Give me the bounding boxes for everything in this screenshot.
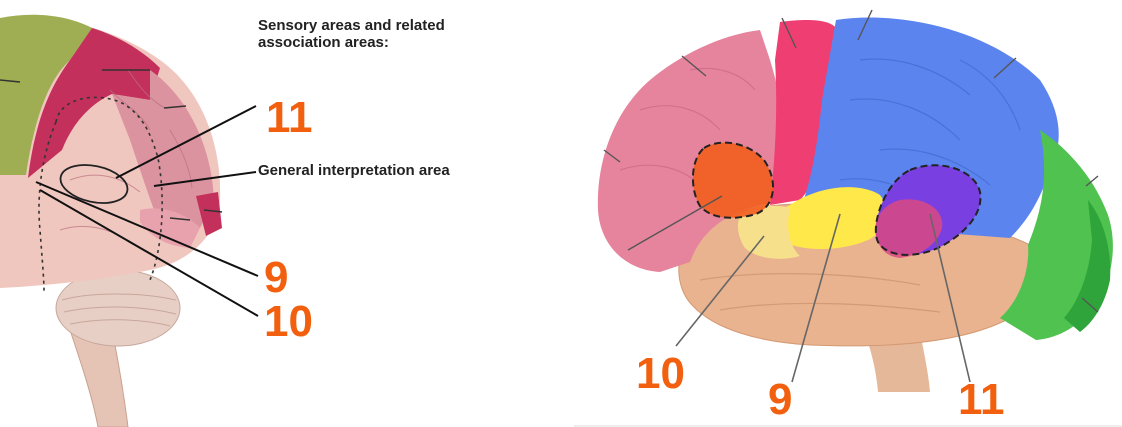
pink-association-area	[112, 70, 214, 228]
marker-10-right: 10	[636, 349, 685, 398]
general-interpretation-label: General interpretation area	[258, 162, 450, 179]
leader-line-10-right	[675, 235, 765, 347]
leader-line-interp	[153, 171, 257, 187]
magenta-occipital-patch	[196, 192, 222, 236]
frontal-lobe	[597, 30, 791, 272]
leader-line-9-right	[791, 213, 841, 383]
leader-line-9-left	[35, 181, 259, 277]
marker-9-right: 9	[768, 375, 793, 424]
pink-subregion-11	[875, 199, 943, 258]
occipital-dark-green	[1064, 200, 1111, 332]
leader-line-11-right	[929, 213, 971, 383]
left-brain-illustration	[0, 14, 259, 427]
dashed-interpretation-boundary	[38, 96, 163, 293]
orange-region-10	[692, 142, 774, 218]
olive-region	[0, 14, 92, 176]
leader-line-11-left	[115, 105, 257, 179]
brainstem	[69, 329, 129, 427]
parietal-lobe	[800, 17, 1059, 238]
motor-band	[770, 20, 836, 205]
auditory-area	[773, 187, 887, 249]
marker-10-left: 10	[264, 297, 313, 346]
magenta-sensory-band	[28, 28, 160, 178]
title-association-areas: association areas:	[258, 34, 389, 51]
marker-9-left: 9	[264, 253, 289, 302]
marker-11-left: 11	[266, 93, 313, 142]
auditory-association	[737, 205, 800, 259]
marker-11-right: 11	[958, 375, 1005, 424]
interpretation-ellipse	[59, 164, 129, 204]
light-pink-patch	[140, 208, 200, 248]
leader-line-10-left	[39, 189, 259, 317]
title-sensory-areas: Sensory areas and related	[258, 17, 445, 34]
right-brain-illustration	[574, 9, 1122, 427]
